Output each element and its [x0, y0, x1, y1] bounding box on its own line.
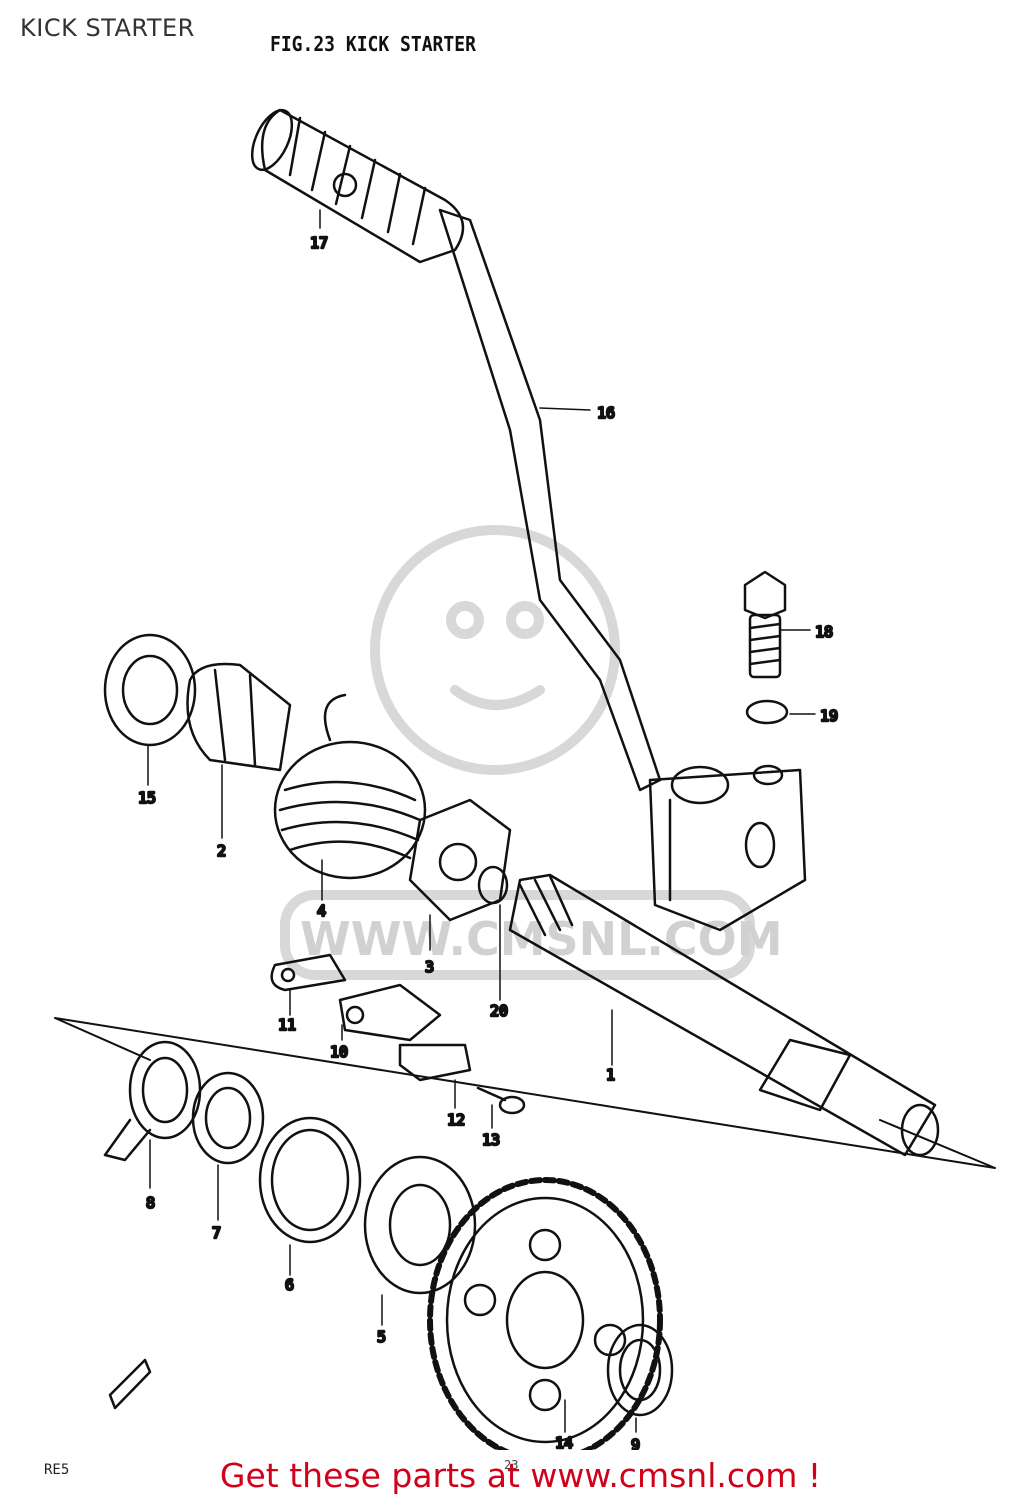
- watermark: WWW.CMSNL.COM: [280, 525, 783, 980]
- callout-4: 4: [317, 902, 326, 920]
- callout-3: 3: [425, 958, 434, 976]
- part-8-plate: [103, 1040, 202, 1162]
- figure-page-code: 23: [504, 1458, 519, 1472]
- callout-8: 8: [146, 1194, 155, 1212]
- callout-5: 5: [377, 1328, 386, 1346]
- part-7-washer: [191, 1071, 265, 1165]
- callout-14: 14: [555, 1434, 573, 1450]
- callout-1: 1: [606, 1066, 615, 1084]
- guide-line: [54, 1017, 996, 1169]
- part-18-bolt: [743, 570, 787, 679]
- part-11-clip: [270, 953, 347, 992]
- part-5-ratchet: [363, 1155, 477, 1295]
- part-2-guide: [186, 662, 292, 772]
- part-6-spring: [258, 1116, 362, 1244]
- footer-link[interactable]: Get these parts at www.cmsnl.com !: [219, 1456, 822, 1495]
- part-20-pin: [477, 865, 509, 905]
- callout-16: 16: [597, 404, 615, 422]
- callout-9: 9: [631, 1436, 640, 1450]
- callout-18: 18: [815, 623, 833, 641]
- part-4-spring: [273, 693, 427, 880]
- part-10-plate: [338, 983, 442, 1042]
- page-title: KICK STARTER: [20, 14, 195, 42]
- part-13-screw: [476, 1086, 526, 1115]
- callout-10: 10: [330, 1043, 348, 1061]
- callout-17: 17: [310, 234, 328, 252]
- part-15-seal: [103, 633, 197, 747]
- callout-2: 2: [217, 842, 226, 860]
- part-19-washer: [745, 699, 789, 725]
- part-12-plate: [398, 1043, 472, 1082]
- part-14-gear: [427, 1177, 663, 1450]
- exploded-parts-diagram: WWW.CMSNL.COM: [54, 108, 996, 1450]
- front-arrow-icon: [108, 1358, 152, 1410]
- callout-12: 12: [447, 1111, 465, 1129]
- part-17-grip: [250, 108, 465, 264]
- leader-lines: [147, 209, 816, 1433]
- part-9-washer: [606, 1323, 674, 1417]
- part-1-shaft: [508, 873, 940, 1157]
- callout-13: 13: [482, 1131, 500, 1149]
- part-16-kick-lever: [438, 208, 807, 932]
- callout-20: 20: [490, 1002, 508, 1020]
- watermark-text: WWW.CMSNL.COM: [300, 912, 783, 966]
- figure-title: FIG.23 KICK STARTER: [270, 32, 476, 56]
- callout-15: 15: [138, 789, 156, 807]
- figure-code: RE5: [44, 1462, 70, 1478]
- callout-19: 19: [820, 707, 838, 725]
- callout-11: 11: [278, 1016, 296, 1034]
- callout-7: 7: [212, 1224, 221, 1242]
- callout-6: 6: [285, 1276, 294, 1294]
